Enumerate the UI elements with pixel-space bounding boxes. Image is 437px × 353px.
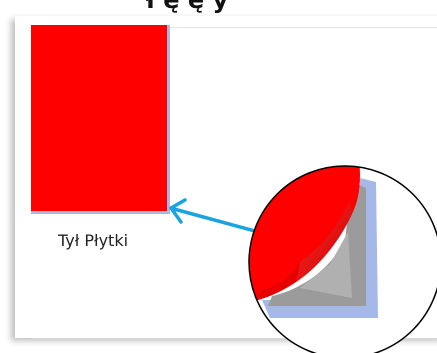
tile-back-face bbox=[31, 25, 170, 214]
cut-off-heading: ł ę ę y bbox=[146, 0, 229, 14]
pointer-arrow bbox=[169, 198, 268, 236]
panel-bottom-divider bbox=[32, 338, 437, 339]
zoom-circle-outline bbox=[248, 165, 437, 353]
panel-top-divider bbox=[32, 27, 437, 28]
tile-back-label: Tył Płytki bbox=[58, 231, 129, 250]
magnified-corner bbox=[249, 166, 437, 353]
